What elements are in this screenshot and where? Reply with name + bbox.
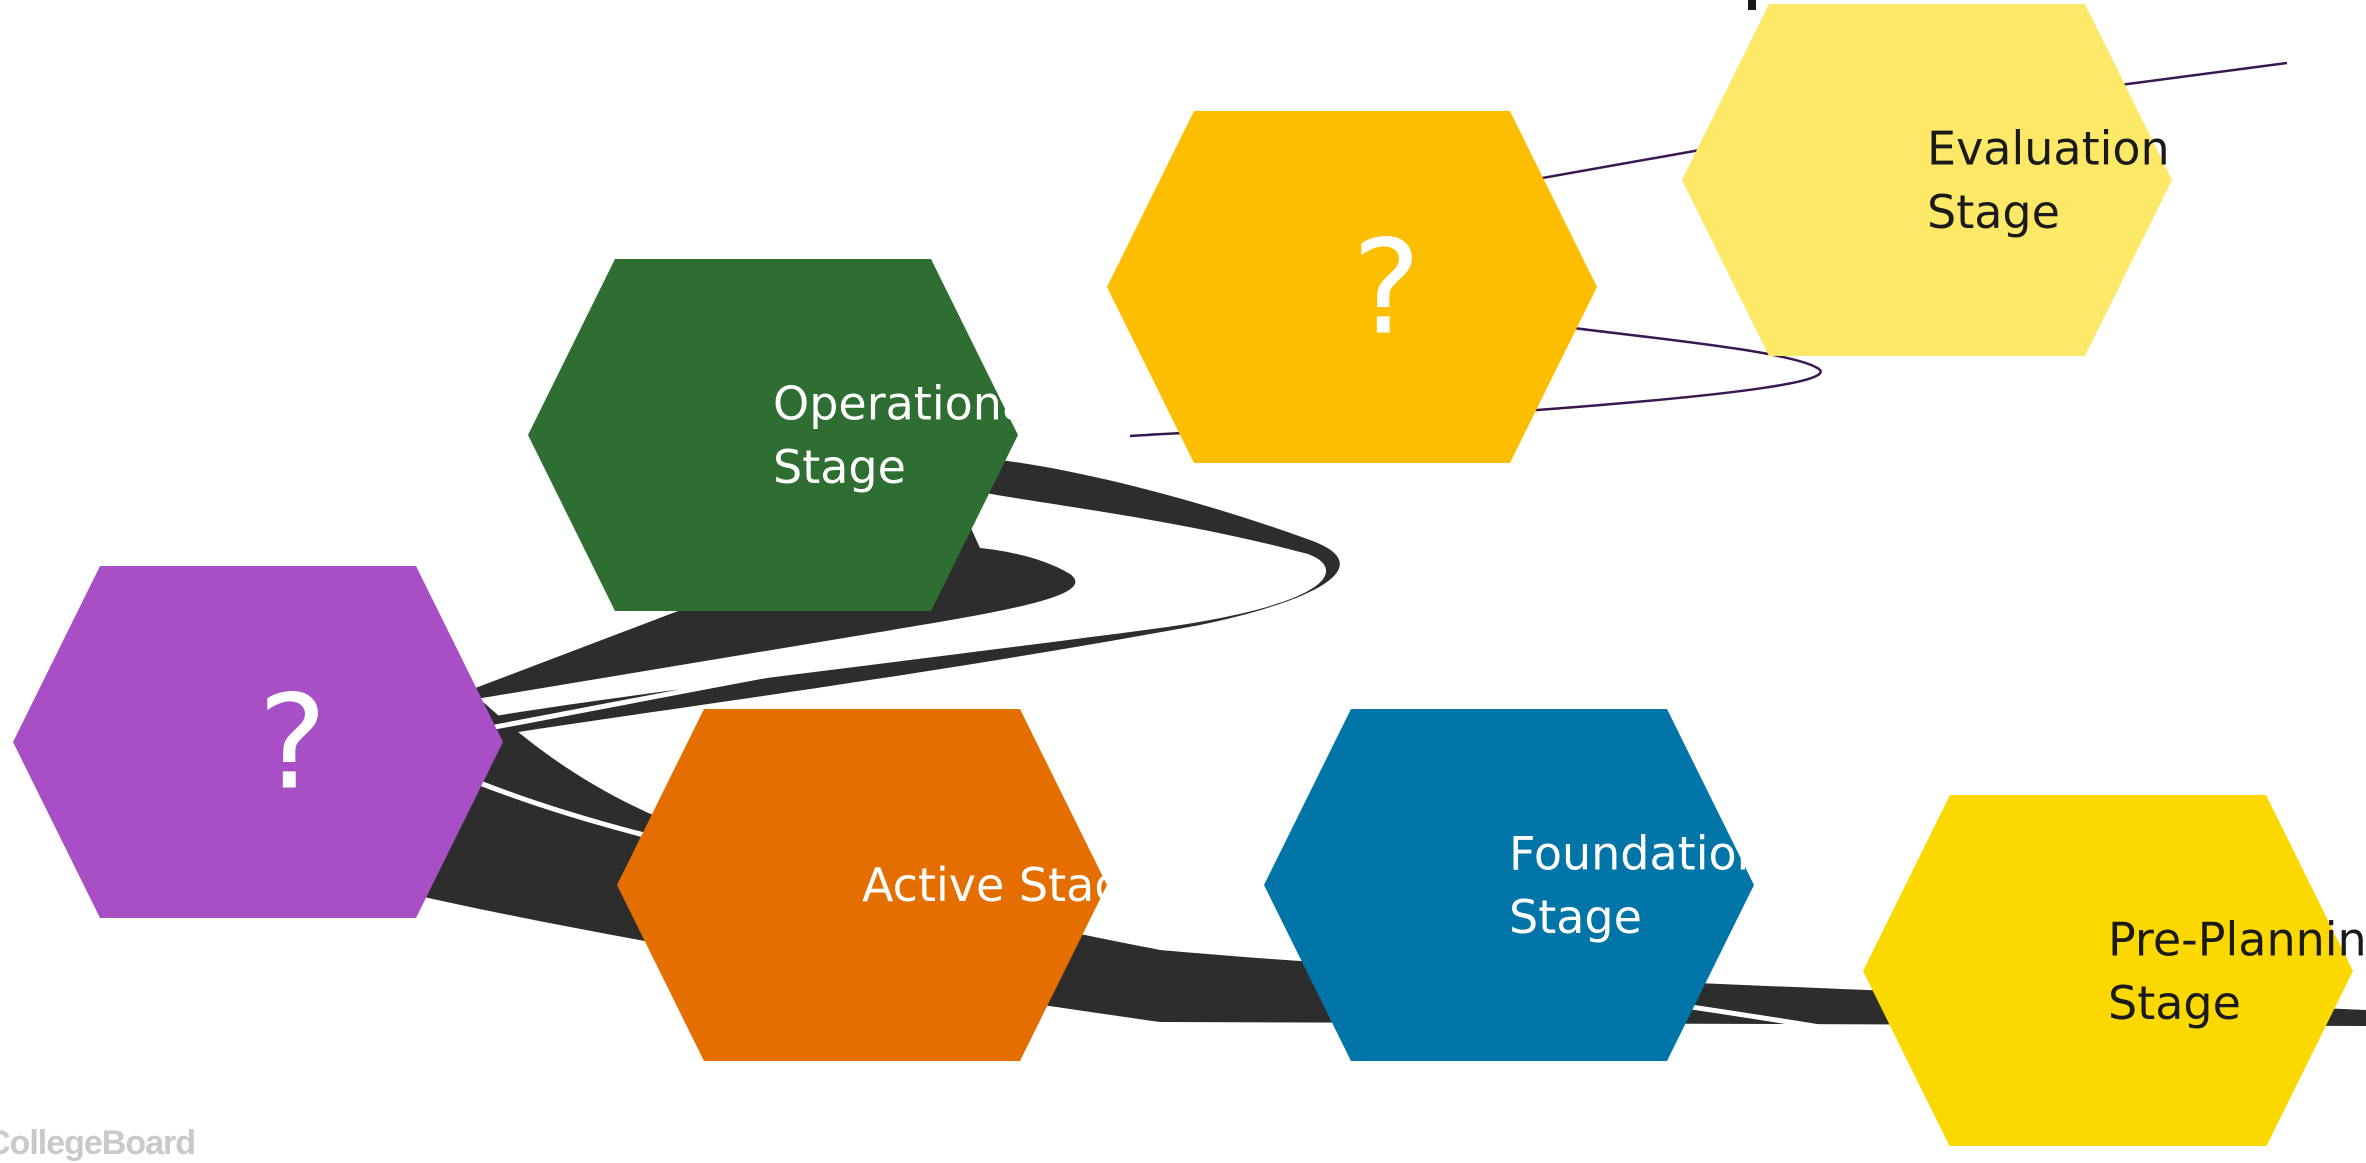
hexagon-shape <box>1264 709 1754 1061</box>
hexagon-shape <box>528 259 1018 611</box>
hexagon-label-line: Evaluation <box>1927 121 2170 175</box>
road-edge-upper <box>489 517 1224 731</box>
hex-active-stage: Active Stage <box>617 709 1152 1061</box>
hexagon-label-line: Foundational <box>1509 826 1807 880</box>
hexagon-label-line: Active Stage <box>862 858 1152 912</box>
hexagon-label: ? <box>1352 212 1421 364</box>
hexagon-shape <box>617 709 1107 1061</box>
hexagon-label-line: ? <box>258 667 327 819</box>
hex-pre-planning-stage: Pre-PlanningStage <box>1863 795 2366 1146</box>
hexagon-label-line: Stage <box>2108 976 2241 1030</box>
hexagon-label-line: Stage <box>1927 185 2060 239</box>
path-line-straight <box>1519 61 2288 184</box>
hexagon-shape <box>1682 4 2172 356</box>
hexagon-label-line: ? <box>1352 212 1421 364</box>
hexagon-label-line: Stage <box>1509 890 1642 944</box>
hexagon-label: Pre-PlanningStage <box>2108 912 2366 1029</box>
hexagon-label-line: Pre-Planning <box>2108 912 2366 966</box>
hexagon-label-line: Stage <box>773 440 906 494</box>
cropped-title-glyph <box>1748 0 1756 10</box>
hexagon-label: ? <box>258 667 327 819</box>
hex-mystery-orange: ? <box>1107 111 1597 463</box>
hexagon-label: Active Stage <box>862 858 1152 912</box>
watermark-logo-text: CollegeBoard <box>0 1124 196 1162</box>
hexagon-shape <box>13 566 503 918</box>
hexagon-label-line: Operational <box>773 376 1043 430</box>
hexagon-shape <box>1107 111 1597 463</box>
hexagon-shape <box>1863 795 2353 1146</box>
hex-mystery-purple: ? <box>13 566 503 918</box>
